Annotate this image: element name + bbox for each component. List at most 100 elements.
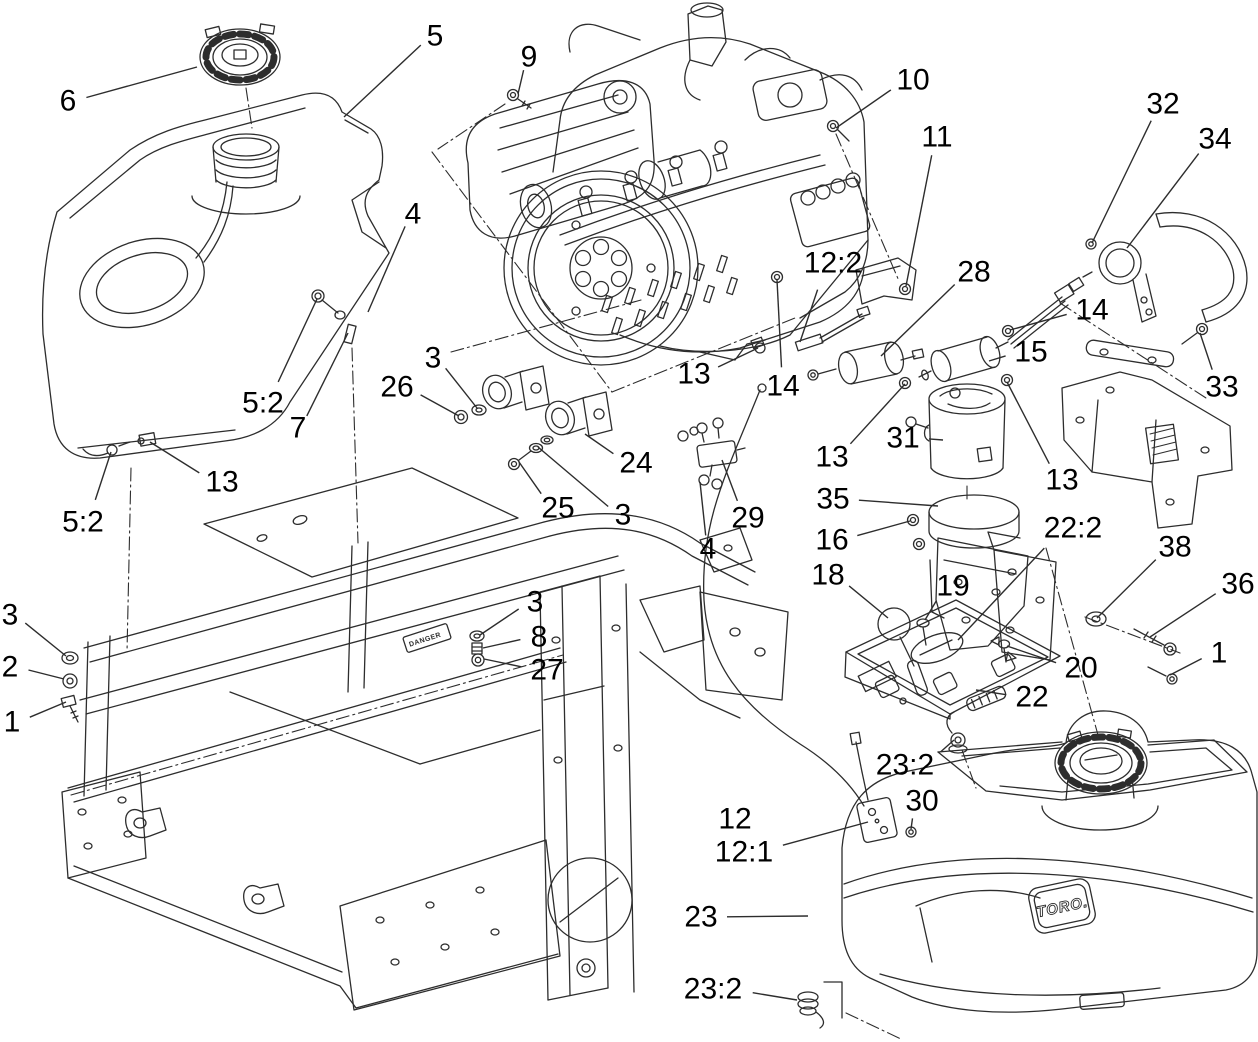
- leader-line-7: [306, 332, 349, 417]
- leader-line-3-frame-m: [479, 608, 520, 636]
- lower-fuel-tank: TORO.: [702, 383, 1258, 1029]
- fuel-damper: [807, 341, 925, 385]
- callout-1-left: 1: [4, 706, 21, 739]
- tank-grommet-upper: [946, 711, 968, 754]
- flywheel: [503, 170, 699, 366]
- leader-line-23: [726, 915, 809, 918]
- lower-fuel-cap-icon: [1054, 728, 1148, 795]
- callout-23: 23: [684, 901, 717, 934]
- callout-16: 16: [815, 524, 848, 557]
- callout-15: 15: [1014, 336, 1047, 369]
- callout-12-2-upper: 12:2: [804, 247, 862, 280]
- callout-34: 34: [1198, 123, 1231, 156]
- leader-line-1-right: [1169, 657, 1203, 676]
- callout-33: 33: [1205, 371, 1238, 404]
- leader-line-1-left: [29, 701, 67, 718]
- callout-3-frame-m: 3: [527, 586, 544, 619]
- callout-25: 25: [541, 492, 574, 525]
- callout-12: 12: [718, 803, 751, 836]
- leader-line-23-2-upper: [940, 739, 955, 753]
- leader-line-22-2: [957, 547, 1045, 641]
- leader-line-4-valve: [699, 481, 707, 536]
- callout-6: 6: [60, 85, 77, 118]
- callout-1-right: 1: [1211, 637, 1228, 670]
- callout-14-right: 14: [1075, 294, 1108, 327]
- leader-line-13-filter-l: [849, 383, 906, 445]
- callout-5-2-mid: 5:2: [242, 387, 284, 420]
- panel-mount-hardware: [1085, 611, 1178, 685]
- frame: DANGER: [60, 467, 789, 1011]
- leader-line-14-engine: [776, 279, 783, 368]
- leader-line-27: [483, 658, 522, 668]
- callout-5-2-low: 5:2: [62, 506, 104, 539]
- leader-line-12-2-upper: [799, 289, 819, 343]
- callout-18: 18: [811, 559, 844, 592]
- callout-23-2-lower: 23:2: [684, 973, 742, 1006]
- leader-line-38: [1096, 559, 1157, 619]
- leader-line-34: [1126, 153, 1200, 249]
- leader-line-13-engine: [717, 347, 759, 368]
- upper-fuel-tank: [41, 23, 390, 459]
- callout-2: 2: [2, 651, 19, 684]
- callout-13-engine: 13: [677, 358, 710, 391]
- leader-line-2: [28, 669, 65, 680]
- valve-cover: [465, 80, 655, 239]
- frame-hardware-mid: [469, 630, 485, 667]
- leader-line-28: [880, 283, 956, 357]
- leader-line-3-mount-a: [445, 367, 478, 409]
- leader-line-9: [517, 69, 525, 95]
- fuel-line-cluster: [794, 119, 1248, 661]
- leader-line-36: [1149, 593, 1217, 638]
- callout-13-filter-r: 13: [1045, 464, 1078, 497]
- leader-line-14-right: [1009, 313, 1067, 331]
- callout-32: 32: [1146, 88, 1179, 121]
- callout-12-1: 12:1: [715, 836, 773, 869]
- inline-fuel-filter: [918, 335, 1009, 383]
- callout-19: 19: [936, 570, 969, 603]
- throttle-knob: [877, 607, 911, 641]
- leader-line-10: [835, 89, 892, 129]
- leader-line-20: [1006, 645, 1057, 664]
- check-valve: [677, 417, 746, 490]
- ignition-cutout: [910, 632, 964, 664]
- callout-13-tank: 13: [205, 466, 238, 499]
- callout-3-frame-l: 3: [2, 599, 19, 632]
- callout-14-engine: 14: [766, 370, 799, 403]
- leader-line-8: [482, 638, 521, 649]
- callout-9: 9: [521, 41, 538, 74]
- callout-35: 35: [816, 483, 849, 516]
- callout-4-upper: 4: [405, 198, 422, 231]
- leader-line-4-upper: [367, 226, 406, 313]
- callout-5: 5: [427, 20, 444, 53]
- leader-line-33: [1199, 332, 1213, 370]
- bolt-9: [506, 88, 532, 110]
- injectors: [559, 140, 826, 246]
- callout-22: 22: [1015, 681, 1048, 714]
- leader-line-3-frame-l: [24, 622, 67, 657]
- leader-line-12-1: [782, 821, 869, 846]
- mounting-bracket: [1061, 371, 1233, 529]
- leader-line-5-2-low: [94, 451, 112, 501]
- leader-line-31: [928, 438, 944, 441]
- leader-line-29: [721, 459, 739, 502]
- leader-line-15: [988, 355, 1006, 362]
- leader-lines: [24, 44, 1217, 1001]
- leader-line-11: [905, 155, 933, 287]
- leader-line-13-filter-r: [1006, 381, 1050, 465]
- fuel-filter-canister: [905, 383, 1006, 480]
- callout-3-mount-a: 3: [425, 342, 442, 375]
- callout-28: 28: [957, 256, 990, 289]
- leader-line-5: [343, 44, 422, 118]
- callout-23-2-upper: 23:2: [876, 749, 934, 782]
- callout-22-2: 22:2: [1044, 512, 1102, 545]
- callout-10: 10: [896, 64, 929, 97]
- toro-logo-text: TORO.: [1035, 894, 1090, 921]
- leader-line-6: [86, 66, 198, 99]
- tank-mount-hardware: [82, 289, 357, 457]
- control-panel: [844, 599, 1061, 754]
- callout-27: 27: [530, 654, 563, 687]
- fuel-hose: [702, 389, 865, 807]
- callout-8: 8: [531, 621, 548, 654]
- callout-7: 7: [290, 412, 307, 445]
- frame-hardware-left: [60, 651, 79, 723]
